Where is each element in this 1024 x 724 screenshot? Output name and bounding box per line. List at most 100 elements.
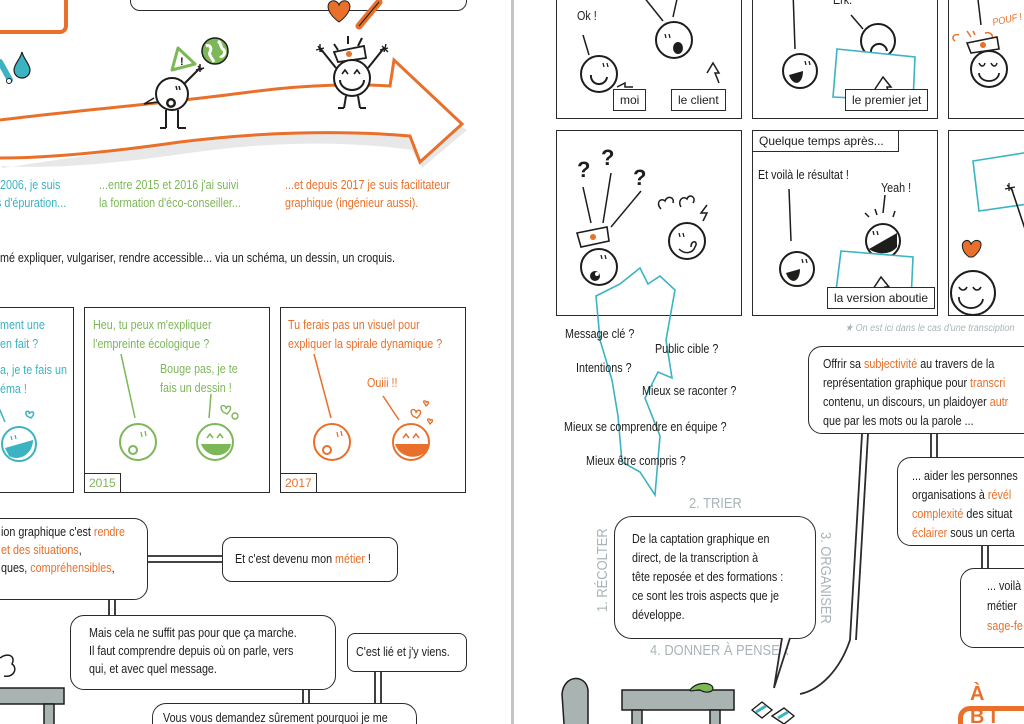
voila-line1: ... voilà bbox=[987, 579, 1022, 593]
comic-2015-question-line2: l'empreinte écologique ? bbox=[93, 337, 210, 351]
comic-2006-question-line1: ment une bbox=[0, 318, 45, 332]
footnote: ★ On est ici dans le cas d'une transcipt… bbox=[845, 322, 1015, 334]
comic-panel-questions: ? ? ? bbox=[556, 130, 742, 316]
comic-panel-2015: Heu, tu peux m'expliquer l'empreinte éco… bbox=[84, 307, 270, 493]
highlight-transcrire: transcri bbox=[970, 376, 1006, 390]
bubble-connectors-left bbox=[108, 555, 382, 704]
center-bubble-line4: ce sont les trois aspects que je bbox=[632, 589, 780, 603]
highlight-reveler: révél bbox=[987, 488, 1012, 502]
aider-bubble: ... aider les personnes organisations à … bbox=[897, 457, 1024, 546]
comma: , bbox=[111, 561, 115, 575]
aider-line3: complexité des situat bbox=[912, 505, 1012, 523]
label-quelque-temps: Quelque temps après... bbox=[752, 130, 899, 152]
vous-bubble: Vous vous demandez sûrement pourquoi je … bbox=[152, 703, 417, 724]
offrir-line4: que par les mots ou la parole ... bbox=[823, 414, 974, 428]
iceberg-question-intentions: Intentions ? bbox=[576, 361, 632, 375]
desk-left bbox=[0, 687, 65, 724]
yeah-text: Yeah ! bbox=[881, 181, 912, 195]
offrir-line1: Offrir sa subjectivité au travers de la bbox=[823, 355, 994, 373]
question-mark-1: ? bbox=[577, 157, 591, 182]
comic-panel-happy bbox=[948, 130, 1024, 316]
desk-right bbox=[561, 677, 796, 724]
vous-text: Vous vous demandez sûrement pourquoi je … bbox=[163, 711, 388, 724]
label-premier-jet: le premier jet bbox=[845, 89, 929, 111]
globe-icon bbox=[201, 37, 229, 65]
caption-2015-line1: ...entre 2015 et 2016 j'ai suivi bbox=[99, 178, 239, 192]
mais-bubble: Mais cela ne suffit pas pour que ça marc… bbox=[70, 615, 336, 690]
metier-text: Et c'est devenu mon métier ! bbox=[235, 550, 371, 568]
metier-text-c: ! bbox=[364, 552, 371, 566]
comic-panel-premier-jet: Erk. le premier jet bbox=[752, 0, 938, 119]
comic-panel-ok: Ok ! moi le client bbox=[556, 0, 742, 119]
character-2015-shouting bbox=[143, 64, 205, 129]
comic-2017-year-tag: 2017 bbox=[280, 473, 317, 493]
comic-2006-answer-line2: éma ! bbox=[0, 382, 27, 396]
highlight-rendre: rendre bbox=[93, 525, 125, 539]
facilitation-bubble: ion graphique c'est rendre et des situat… bbox=[0, 518, 148, 600]
iceberg-question-public-cible: Public cible ? bbox=[655, 342, 719, 356]
orange-crayon-icon bbox=[355, 0, 383, 30]
offrir-text: au travers de la bbox=[917, 357, 995, 371]
facilitation-text: ques, bbox=[1, 561, 31, 575]
svg-text:!: ! bbox=[180, 56, 184, 68]
facilitation-line3: ques, compréhensibles, bbox=[1, 559, 115, 577]
caption-2006-line2: s d'épuration... bbox=[0, 196, 67, 210]
comic-2017-question-line2: expliquer la spirale dynamique ? bbox=[288, 337, 443, 351]
iceberg-question-mieux-raconter: Mieux se raconter ? bbox=[642, 384, 737, 398]
center-bubble-line1: De la captation graphique en bbox=[632, 532, 770, 546]
voila-bubble: ... voilà métier sage-fe bbox=[960, 568, 1024, 648]
step-trier: 2. TRIER bbox=[689, 495, 742, 512]
offrir-line2: représentation graphique pour transcri bbox=[823, 374, 1005, 392]
offrir-bubble: Offrir sa subjectivité au travers de la … bbox=[808, 346, 1024, 434]
comic-2015-year-tag: 2015 bbox=[84, 473, 121, 493]
questions-scene bbox=[575, 172, 709, 286]
metier-bubble: Et c'est devenu mon métier ! bbox=[222, 537, 398, 582]
voila-resultat-text: Et voilà le résultat ! bbox=[758, 168, 849, 182]
premier-jet-scene bbox=[782, 0, 916, 102]
highlight-subjectivite: subjectivité bbox=[864, 357, 918, 371]
top-orange-box bbox=[0, 0, 68, 34]
aider-line2: organisations à révél bbox=[912, 486, 1011, 504]
orange-faces bbox=[313, 353, 434, 461]
iceberg-question-mieux-comprendre: Mieux se comprendre en équipe ? bbox=[564, 420, 727, 434]
water-drop-icon bbox=[13, 51, 31, 79]
intro-line: mé expliquer, vulgariser, rendre accessi… bbox=[0, 251, 395, 265]
comic-panel-pouf: POUF ! bbox=[948, 0, 1024, 119]
comic-panel-resultat: Quelque temps après... Et voilà le résul… bbox=[752, 130, 938, 316]
comic-2017-answer: Ouiii !! bbox=[367, 376, 398, 390]
comic-2006-question-line2: en fait ? bbox=[0, 337, 39, 351]
comic-panel-2006: ment une en fait ? a, je te fais un éma … bbox=[0, 307, 74, 493]
mais-line3: qui, et avec quel message. bbox=[89, 662, 217, 676]
character-2017-cheering bbox=[315, 36, 389, 109]
highlight-complexite: complexité bbox=[912, 507, 964, 521]
aider-text: organisations à bbox=[912, 488, 988, 502]
center-bubble-line3: tête reposée et des formations : bbox=[632, 570, 784, 584]
offrir-text: représentation graphique pour bbox=[823, 376, 971, 390]
offrir-line3: contenu, un discours, un plaidoyer autr bbox=[823, 393, 1008, 411]
caption-2017-line1: ...et depuis 2017 je suis facilitateur bbox=[285, 178, 450, 192]
label-version-aboutie: la version aboutie bbox=[827, 287, 936, 309]
ok-text: Ok ! bbox=[577, 9, 597, 23]
pouf-scene bbox=[952, 0, 1008, 88]
metier-text-a: Et c'est devenu mon bbox=[235, 552, 336, 566]
comma: , bbox=[78, 543, 82, 557]
aider-line4: éclairer sous un certa bbox=[912, 524, 1015, 542]
lie-text: C'est lié et j'y viens. bbox=[356, 645, 450, 659]
green-faces bbox=[119, 353, 239, 461]
question-mark-2: ? bbox=[601, 145, 615, 170]
highlight-comprehensibles: compréhensibles bbox=[30, 561, 112, 575]
comic-2015-answer-line2: fais un dessin ! bbox=[160, 381, 232, 395]
erk-text: Erk. bbox=[833, 0, 853, 7]
heart-icon bbox=[327, 0, 351, 23]
label-le-client: le client bbox=[671, 89, 726, 111]
comic-2015-question-line1: Heu, tu peux m'expliquer bbox=[93, 318, 212, 332]
blue-pencil-icon bbox=[0, 59, 13, 84]
offrir-text: Offrir sa bbox=[823, 357, 865, 371]
mais-line1: Mais cela ne suffit pas pour que ça marc… bbox=[89, 626, 297, 640]
iceberg-question-message-cle: Message clé ? bbox=[565, 327, 635, 341]
comic-2006-answer-line1: a, je te fais un bbox=[0, 363, 67, 377]
offrir-text: contenu, un discours, un plaidoyer bbox=[823, 395, 990, 409]
mais-line2: Il faut comprendre depuis où on parle, v… bbox=[89, 644, 294, 658]
lie-bubble: C'est lié et j'y viens. bbox=[347, 633, 467, 672]
